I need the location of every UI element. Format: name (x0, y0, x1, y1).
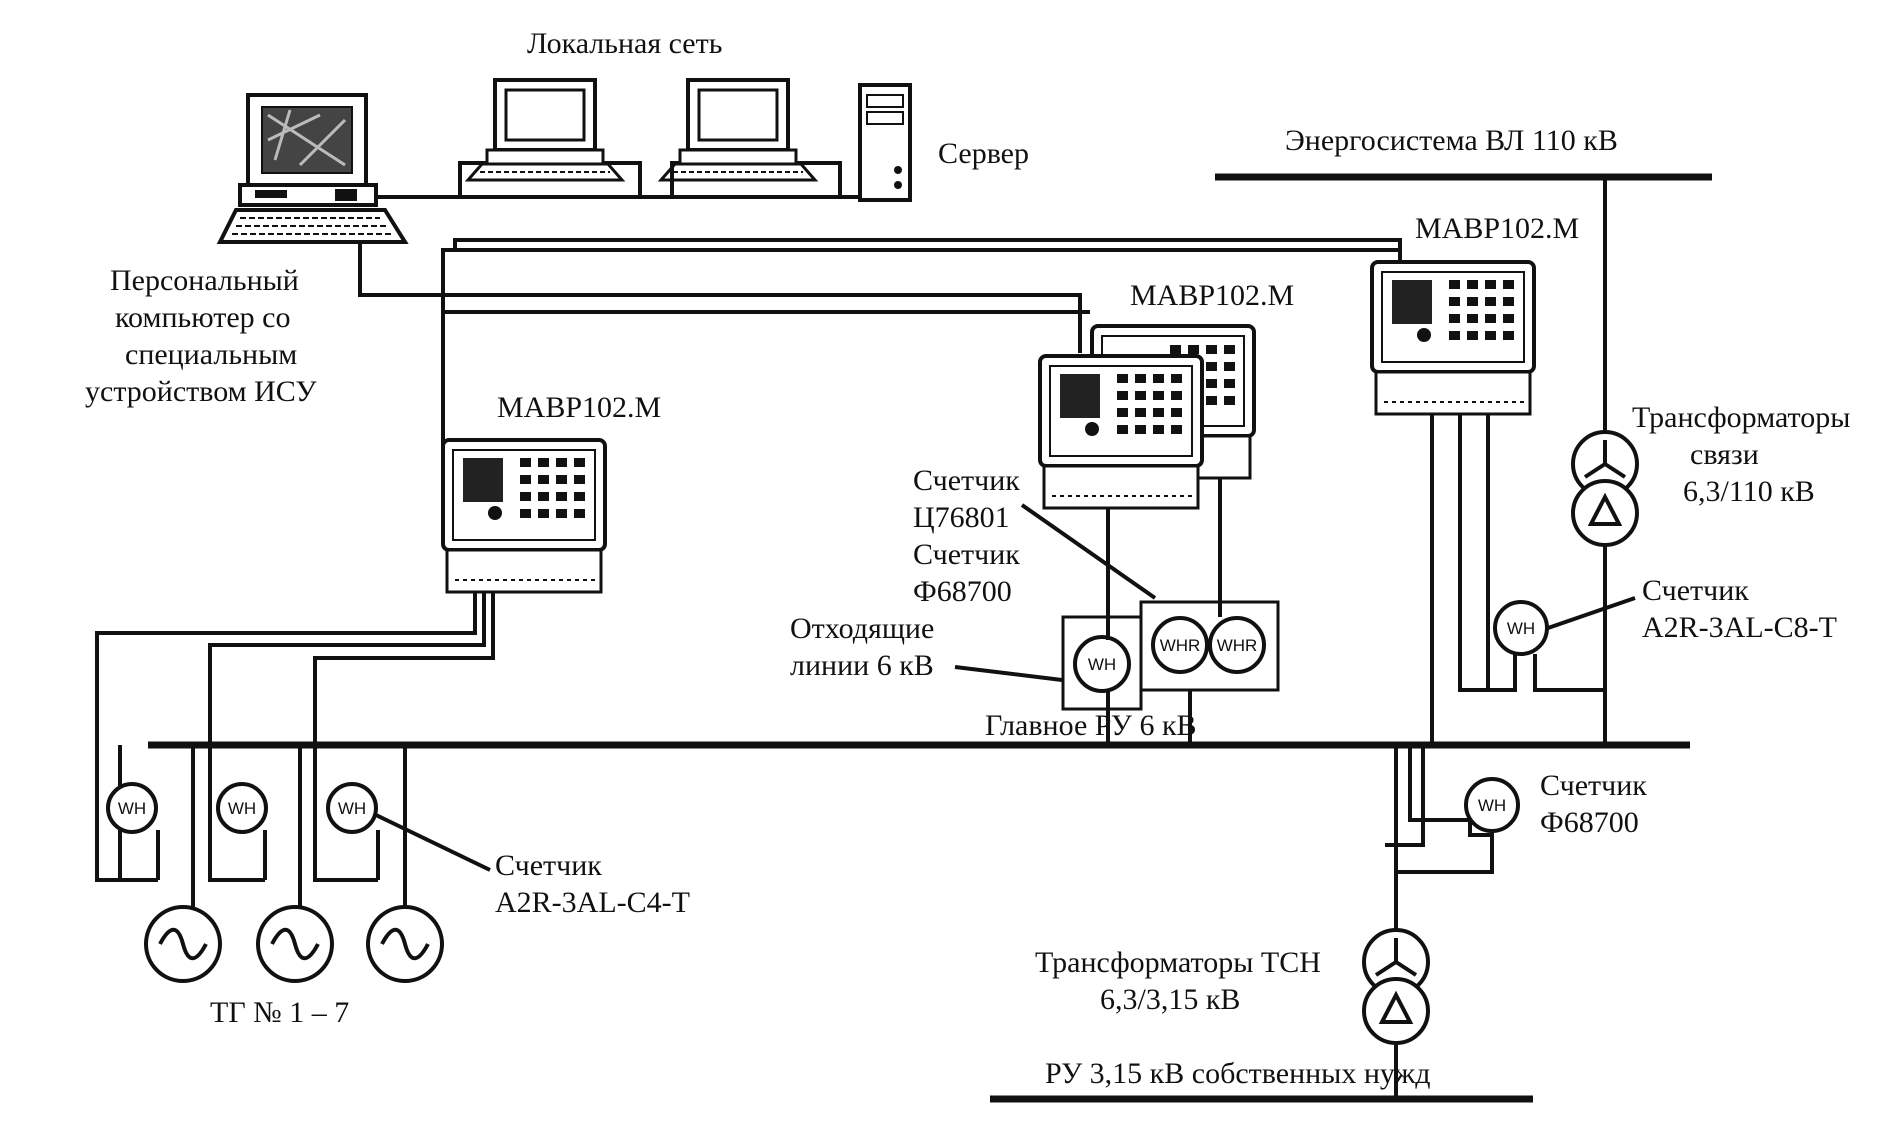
label-tx-link-3: 6,3/110 кВ (1683, 475, 1815, 508)
diagram-labels: Локальная сеть Сервер Энергосистема ВЛ 1… (85, 27, 1850, 1090)
transformer-link-icon (1571, 430, 1639, 547)
meter-wh-tsn: WH (1464, 777, 1520, 833)
label-tx-link-1: Трансформаторы (1632, 401, 1850, 434)
label-outgoing-2: линии 6 кВ (790, 649, 934, 682)
meter-wh-gen-2: WH (216, 782, 268, 834)
label-meter-a2r-c8-1: Счетчик (1642, 574, 1749, 607)
label-meter-f68700-top-1: Счетчик (913, 538, 1020, 571)
meter-panel-outgoing: WH (1061, 615, 1143, 711)
label-pc-4: устройством ИСУ (85, 375, 317, 408)
label-outgoing-1: Отходящие (790, 612, 934, 645)
label-mavr-left: МАВР102.М (497, 391, 661, 424)
transformer-tsn-icon (1362, 928, 1430, 1045)
mavr-device-middle-front (1038, 354, 1204, 510)
meter-symbol: WH (1088, 655, 1116, 674)
label-meter-f68700-right-2: Ф68700 (1540, 806, 1639, 839)
meter-symbol: WH (1507, 619, 1535, 638)
label-tsn-2: 6,3/3,15 кВ (1100, 983, 1240, 1016)
meter-symbol: WH (1478, 796, 1506, 815)
label-local-network: Локальная сеть (527, 27, 722, 60)
leader-a2r-c4 (375, 813, 491, 872)
meter-symbol: WH (338, 799, 366, 818)
label-meter-c76801-1: Счетчик (913, 464, 1020, 497)
label-main-ru: Главное РУ 6 кВ (985, 709, 1197, 742)
label-meter-a2r-c4-1: Счетчик (495, 849, 602, 882)
workstation-1-icon (464, 78, 626, 182)
label-tx-link-2: связи (1690, 438, 1759, 471)
meter-symbol: WH (228, 799, 256, 818)
label-meter-f68700-top-2: Ф68700 (913, 575, 1012, 608)
label-pc-1: Персональный (110, 264, 299, 297)
link-transformer-wiring (1430, 177, 1636, 745)
label-meter-a2r-c4-2: А2R-3AL-C4-T (495, 886, 690, 919)
label-mavr-right: МАВР102.М (1415, 212, 1579, 245)
generator-icon-1 (144, 905, 222, 983)
label-meter-f68700-right-1: Счетчик (1540, 769, 1647, 802)
generator-icon-2 (256, 905, 334, 983)
pc-workstation-icon (216, 93, 409, 244)
label-pc-2: компьютер со (115, 301, 290, 334)
generator-icon-3 (366, 905, 444, 983)
label-generators: ТГ № 1 – 7 (210, 996, 349, 1029)
mavr-device-right (1370, 260, 1536, 416)
meter-symbol: WHR (1217, 636, 1258, 655)
label-meter-a2r-c8-2: А2R-3AL-C8-T (1642, 611, 1837, 644)
label-grid: Энергосистема ВЛ 110 кВ (1285, 124, 1618, 157)
label-mavr-middle: МАВР102.М (1130, 279, 1294, 312)
tsn-wiring (1385, 745, 1494, 1099)
meter-wh-gen-3: WH (326, 782, 378, 834)
server-icon (858, 83, 912, 202)
label-pc-3: специальным (125, 338, 297, 371)
mavr-device-left (441, 438, 607, 594)
main-ru-wiring (954, 478, 1222, 745)
meter-wh-gen-1: WH (106, 782, 158, 834)
generator-wiring (95, 592, 495, 945)
label-meter-c76801-2: Ц76801 (913, 501, 1010, 534)
meter-symbol: WHR (1160, 636, 1201, 655)
meter-wh-link: WH (1493, 600, 1549, 656)
label-aux-bus: РУ 3,15 кВ собственных нужд (1045, 1057, 1431, 1090)
label-server: Сервер (938, 137, 1029, 170)
meter-panel-whr: WHR WHR (1139, 600, 1280, 692)
network-wires (358, 161, 1402, 462)
label-tsn-1: Трансформаторы ТСН (1035, 946, 1321, 979)
meter-symbol: WH (118, 799, 146, 818)
workstation-2-icon (657, 78, 819, 182)
